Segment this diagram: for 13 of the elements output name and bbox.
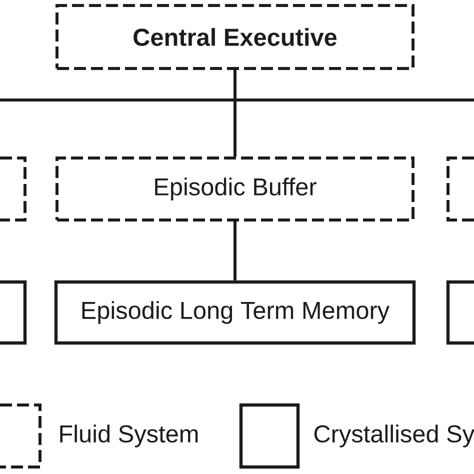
- connector-line: [235, 98, 474, 102]
- connector-line: [234, 222, 236, 280]
- component-box: Central Executive: [56, 4, 415, 70]
- component-box: Episodic Buffer: [56, 156, 415, 222]
- partial-box: [446, 156, 474, 222]
- partial-box: [0, 280, 27, 345]
- connector-line: [0, 98, 235, 102]
- connector-line: [234, 102, 236, 156]
- partial-box: [446, 280, 474, 345]
- legend-label: Fluid System: [60, 424, 198, 448]
- connector-line: [234, 70, 236, 98]
- partial-box: [0, 156, 26, 222]
- component-box: Episodic Long Term Memory: [54, 280, 416, 345]
